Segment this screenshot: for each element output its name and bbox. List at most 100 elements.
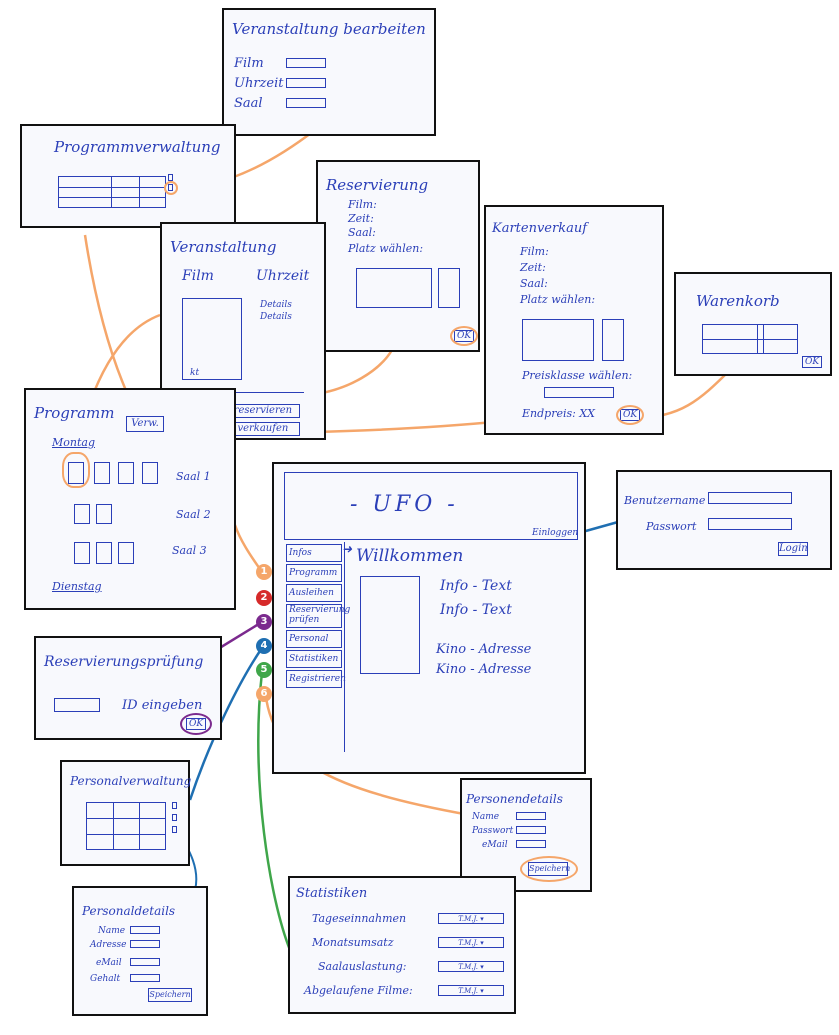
menu-item[interactable]: Registrieren [286, 670, 346, 688]
panel-title: Programmverwaltung [54, 138, 221, 156]
show-slot[interactable] [96, 542, 112, 564]
saal-field[interactable] [286, 98, 326, 108]
gehalt-field[interactable] [130, 974, 160, 982]
personal-table [86, 802, 166, 850]
delete-button[interactable] [172, 826, 177, 833]
benutzername-label: Benutzername [624, 494, 706, 507]
email-label: eMail [482, 840, 508, 850]
benutzername-field[interactable] [708, 492, 792, 504]
show-slot[interactable] [94, 462, 110, 484]
show-slot[interactable] [96, 504, 112, 524]
panel-title: Reservierung [326, 176, 429, 194]
show-slot[interactable] [74, 504, 90, 524]
show-slot[interactable] [68, 462, 84, 484]
warenkorb-panel: Warenkorb OK [674, 272, 832, 376]
email-field[interactable] [516, 840, 546, 848]
menu-item[interactable]: Infos [286, 544, 342, 562]
show-slot[interactable] [74, 542, 90, 564]
saal-2-label: Saal 2 [176, 508, 211, 521]
show-slot[interactable] [142, 462, 158, 484]
name-label: Name [98, 926, 126, 936]
step-badge-6: 6 [256, 686, 272, 702]
uhrzeit-header: Uhrzeit [256, 268, 310, 284]
stat-label: Monatsumsatz [312, 936, 394, 949]
id-field[interactable] [54, 698, 100, 712]
passwort-field[interactable] [708, 518, 792, 530]
step-badge-2: 2 [256, 590, 272, 606]
montag-link[interactable]: Montag [52, 436, 95, 449]
chevron-down-icon: ▾ [478, 915, 484, 923]
add-button[interactable] [168, 174, 173, 181]
info-text-1: Info - Text [440, 578, 512, 594]
dienstag-link[interactable]: Dienstag [52, 580, 102, 593]
film-header: Film [182, 268, 214, 284]
passwort-field[interactable] [516, 826, 546, 834]
step-badge-3: 3 [256, 614, 272, 630]
ok-button[interactable]: OK [802, 356, 822, 368]
panel-title: Programm [34, 404, 115, 422]
step-badge-5: 5 [256, 662, 272, 678]
login-button[interactable]: Login [778, 542, 808, 556]
seat-plan-main[interactable] [356, 268, 432, 308]
period-select-value: T.M.J. [458, 915, 478, 923]
menu-item[interactable]: Programm [286, 564, 342, 582]
poster-caption: kt [190, 368, 200, 378]
header-area [284, 472, 578, 540]
menu-item[interactable]: Ausleihen [286, 584, 342, 602]
reservierung-panel: Reservierung Film: Zeit: Saal: Platz wäh… [316, 160, 480, 352]
email-field[interactable] [130, 958, 160, 966]
period-select-value: T.M.J. [458, 963, 478, 971]
period-select[interactable]: T.M.J. ▾ [438, 961, 504, 972]
uhrzeit-label: Uhrzeit [234, 76, 284, 91]
panel-title: Personalverwaltung [70, 774, 192, 788]
chevron-down-icon: ▾ [478, 939, 484, 947]
highlight-ring [180, 713, 212, 735]
film-label: Film: [348, 198, 377, 211]
menu-item[interactable]: Personal [286, 630, 342, 648]
email-label: eMail [96, 958, 122, 968]
speichern-button[interactable]: Speichern [148, 988, 192, 1002]
show-slot[interactable] [118, 462, 134, 484]
period-select[interactable]: T.M.J. ▾ [438, 937, 504, 948]
preisklasse-label: Preisklasse wählen: [522, 369, 633, 382]
name-field[interactable] [130, 926, 160, 934]
address-2: Kino - Adresse [436, 662, 532, 677]
saal-3-label: Saal 3 [172, 544, 207, 557]
logo: - UFO - [350, 492, 459, 517]
adresse-label: Adresse [90, 940, 127, 950]
name-field[interactable] [516, 812, 546, 820]
period-select-value: T.M.J. [458, 939, 478, 947]
saal-label: Saal [234, 96, 263, 111]
edit-button[interactable] [172, 814, 177, 821]
personalverwaltung-panel: Personalverwaltung [60, 760, 192, 866]
login-link[interactable]: Einloggen [532, 528, 579, 538]
menu-item[interactable]: Statistiken [286, 650, 342, 668]
add-button[interactable] [172, 802, 177, 809]
show-slot[interactable] [118, 542, 134, 564]
arrow-icon: ➜ [342, 542, 353, 556]
seat-plan-main[interactable] [522, 319, 594, 361]
film-field[interactable] [286, 58, 326, 68]
verw-button[interactable]: Verw. [126, 416, 164, 432]
personaldetails-panel: Personaldetails Name Adresse eMail Gehal… [72, 886, 208, 1016]
zeit-label: Zeit: [520, 261, 546, 274]
panel-title: Veranstaltung bearbeiten [232, 20, 426, 38]
highlight-ring [520, 856, 578, 882]
preisklasse-select[interactable] [544, 387, 614, 398]
program-table [58, 176, 166, 208]
period-select[interactable]: T.M.J. ▾ [438, 913, 504, 924]
chevron-down-icon: ▾ [478, 963, 484, 971]
seat-plan-side[interactable] [602, 319, 624, 361]
uhrzeit-field[interactable] [286, 78, 326, 88]
gehalt-label: Gehalt [90, 974, 121, 984]
period-select[interactable]: T.M.J. ▾ [438, 985, 504, 996]
seat-plan-side[interactable] [438, 268, 460, 308]
chevron-down-icon: ▾ [478, 987, 484, 995]
veranstaltung-bearbeiten-panel: Veranstaltung bearbeiten Film Uhrzeit Sa… [222, 8, 436, 136]
panel-title: Reservierungsprüfung [44, 654, 204, 670]
adresse-field[interactable] [130, 940, 160, 948]
menu-item[interactable]: Reservierung prüfen [286, 604, 350, 628]
platz-label: Platz wählen: [348, 242, 424, 255]
